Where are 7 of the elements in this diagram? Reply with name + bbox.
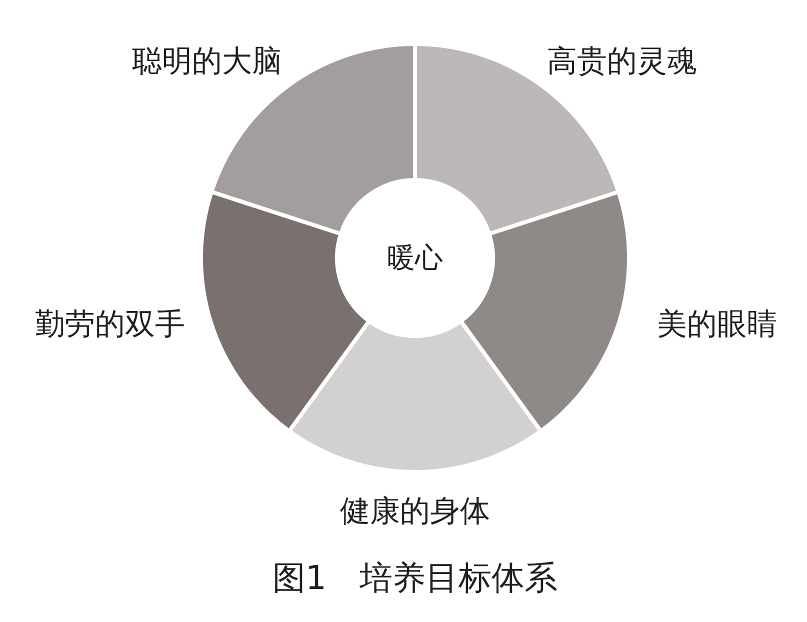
figure-caption: 图1 培养目标体系 xyxy=(272,558,558,598)
segment-label: 勤劳的双手 xyxy=(35,307,185,343)
segment-label: 美的眼睛 xyxy=(657,307,777,343)
segment-label: 聪明的大脑 xyxy=(132,44,282,80)
segment-label: 健康的身体 xyxy=(340,494,490,530)
segment-label: 高贵的灵魂 xyxy=(547,44,697,80)
center-label: 暖心 xyxy=(387,241,443,275)
